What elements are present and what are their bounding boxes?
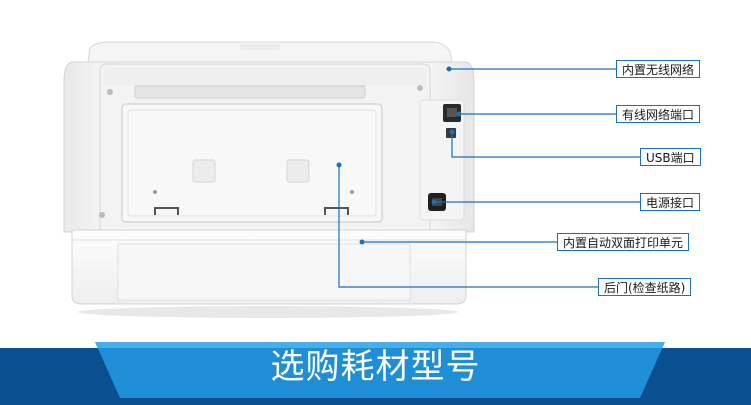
rear-door-inner	[127, 109, 377, 217]
banner-center-band	[95, 342, 665, 398]
callout-label-rear-door: 后门(检查纸路)	[598, 278, 692, 296]
door-latch-left	[154, 207, 179, 215]
callout-dots	[336, 66, 462, 245]
screw	[107, 89, 113, 95]
banner-highlight	[95, 342, 665, 348]
ethernet-port-inner	[447, 108, 457, 117]
printer-illustration	[63, 41, 640, 318]
callout-label-duplex: 内置自动双面打印单元	[557, 233, 690, 251]
hp-logo-mark	[240, 44, 280, 50]
door-latch-right	[324, 207, 349, 215]
callout-label-usb: USB端口	[640, 148, 701, 166]
floor-shadow	[78, 306, 458, 318]
callout-label-wireless: 内置无线网络	[616, 60, 701, 78]
rear-top-strip	[104, 68, 426, 86]
printer-top-lid	[87, 41, 453, 63]
screw	[153, 190, 157, 194]
callout-lines	[338, 68, 640, 288]
banner-title: 选购耗材型号	[270, 347, 481, 387]
callout-line-rear-door	[338, 165, 598, 288]
duplex-unit	[117, 243, 411, 301]
screw	[99, 212, 105, 218]
callout-label-power: 电源接口	[640, 193, 701, 211]
paper-slot	[134, 85, 366, 99]
callout-label-ethernet: 有线网络端口	[616, 105, 701, 123]
screw	[350, 190, 354, 194]
screw	[417, 85, 423, 91]
section-banner	[0, 342, 751, 405]
door-grip-right	[286, 159, 310, 183]
door-grip-left	[192, 159, 216, 183]
rear-door	[121, 103, 383, 223]
callout-line-usb	[451, 132, 640, 158]
